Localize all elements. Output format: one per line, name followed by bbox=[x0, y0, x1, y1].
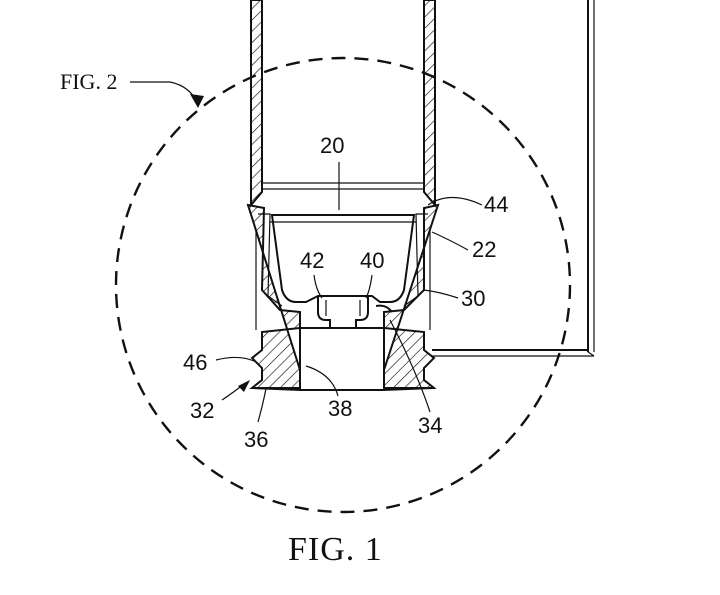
label-36: 36 bbox=[244, 427, 268, 452]
label-22: 22 bbox=[472, 237, 496, 262]
label-40: 40 bbox=[360, 248, 384, 273]
label-42: 42 bbox=[300, 248, 324, 273]
support-panel bbox=[432, 0, 595, 357]
figure-caption: FIG. 1 bbox=[288, 531, 383, 568]
leader-lines bbox=[130, 81, 483, 423]
vial-tube bbox=[250, 0, 436, 208]
valve-fingers bbox=[317, 296, 393, 328]
stopper-20 bbox=[270, 214, 416, 303]
leader-arrowhead-32 bbox=[238, 380, 250, 392]
label-30: 30 bbox=[461, 286, 485, 311]
label-38: 38 bbox=[328, 396, 352, 421]
label-44: 44 bbox=[484, 192, 508, 217]
port-38 bbox=[299, 327, 385, 391]
label-20: 20 bbox=[320, 133, 344, 158]
label-34: 34 bbox=[418, 413, 442, 438]
callout-arrowhead bbox=[190, 94, 204, 108]
detail-callout-label: FIG. 2 bbox=[60, 69, 117, 94]
label-32: 32 bbox=[190, 398, 214, 423]
sleeve-22 bbox=[255, 213, 431, 330]
detail-circle bbox=[114, 56, 572, 514]
label-46: 46 bbox=[183, 350, 207, 375]
